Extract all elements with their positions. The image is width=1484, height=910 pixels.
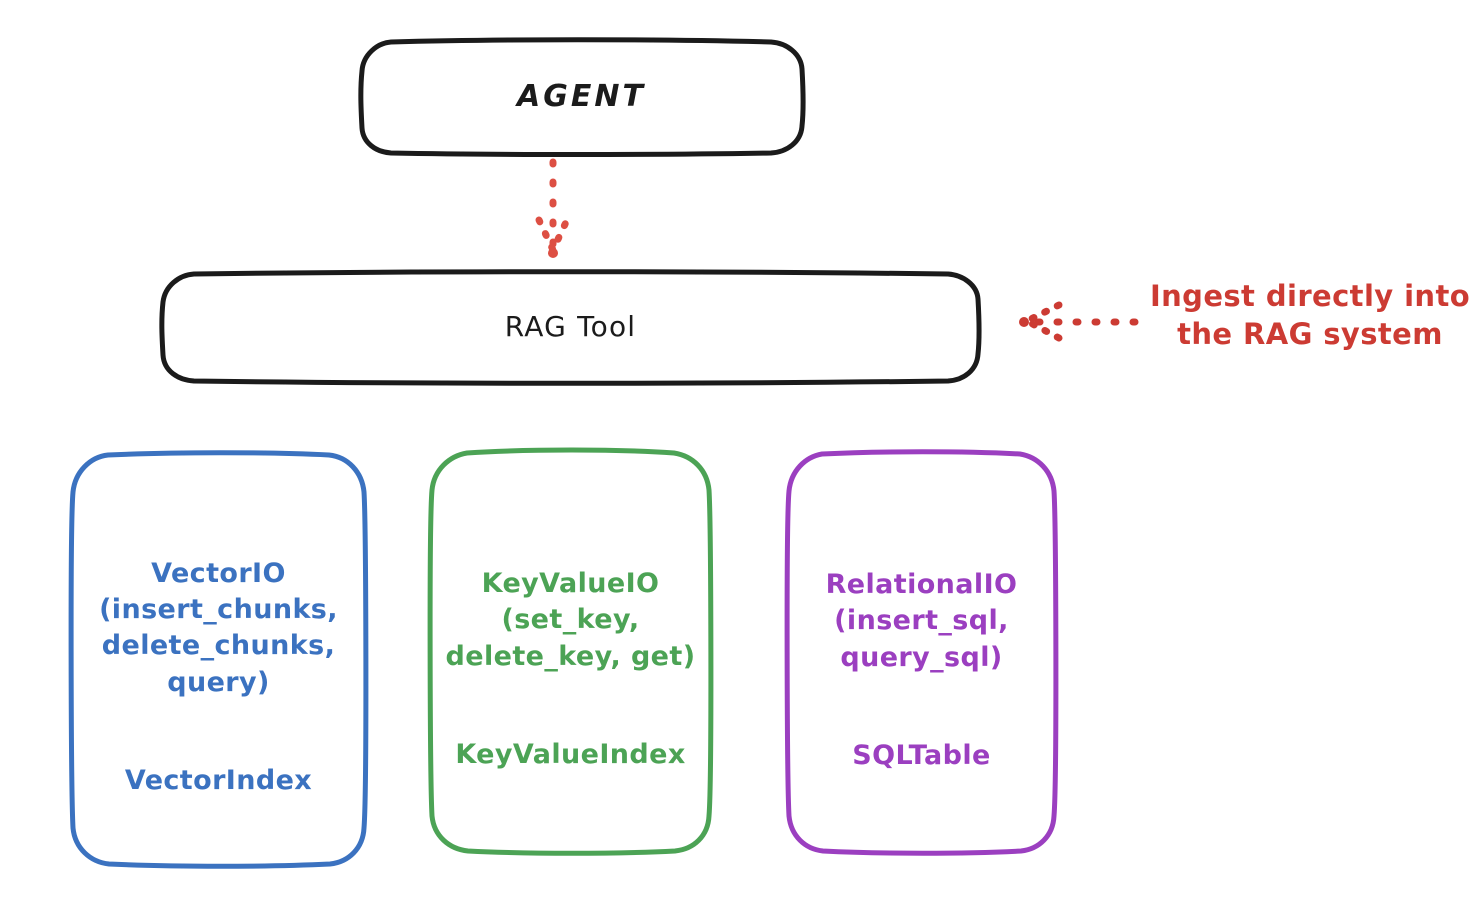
vector-io-box-outline <box>68 450 369 869</box>
node-key-value-io-primary: KeyValueIO (set_key, delete_key, get) <box>445 568 696 672</box>
ingest-dotted-arrow-icon <box>1019 301 1139 342</box>
node-rag-tool[interactable]: RAG Tool <box>158 269 983 386</box>
spacer <box>99 701 338 727</box>
node-vector-io-primary: VectorIO (insert_chunks, delete_chunks, … <box>99 558 338 698</box>
agent-to-rag-tool-dotted-arrow-icon <box>535 158 571 258</box>
node-vector-io-label: VectorIO (insert_chunks, delete_chunks, … <box>99 520 338 799</box>
node-key-value-io-secondary: KeyValueIndex <box>455 738 686 770</box>
node-agent[interactable]: AGENT <box>357 37 806 157</box>
node-key-value-io-label: KeyValueIO (set_key, delete_key, get) Ke… <box>446 530 696 773</box>
rag-tool-box-outline <box>159 269 982 386</box>
spacer <box>446 675 696 701</box>
node-vector-io-secondary: VectorIndex <box>124 764 313 796</box>
node-rag-tool-label: RAG Tool <box>504 309 637 343</box>
node-relational-io[interactable]: RelationalIO (insert_sql, query_sql) SQL… <box>784 449 1059 856</box>
spacer <box>826 676 1018 702</box>
key-value-io-box-outline <box>427 447 714 856</box>
node-relational-io-label: RelationalIO (insert_sql, query_sql) SQL… <box>826 531 1018 774</box>
node-agent-label: AGENT <box>517 78 646 114</box>
node-key-value-io[interactable]: KeyValueIO (set_key, delete_key, get) Ke… <box>427 447 714 856</box>
agent-box-outline <box>358 37 806 157</box>
node-vector-io[interactable]: VectorIO (insert_chunks, delete_chunks, … <box>68 450 369 869</box>
ingest-annotation-text: Ingest directly into the RAG system <box>1149 279 1471 351</box>
node-relational-io-primary: RelationalIO (insert_sql, query_sql) <box>825 569 1018 673</box>
node-relational-io-secondary: SQLTable <box>852 739 991 771</box>
relational-io-box-outline <box>784 449 1059 856</box>
